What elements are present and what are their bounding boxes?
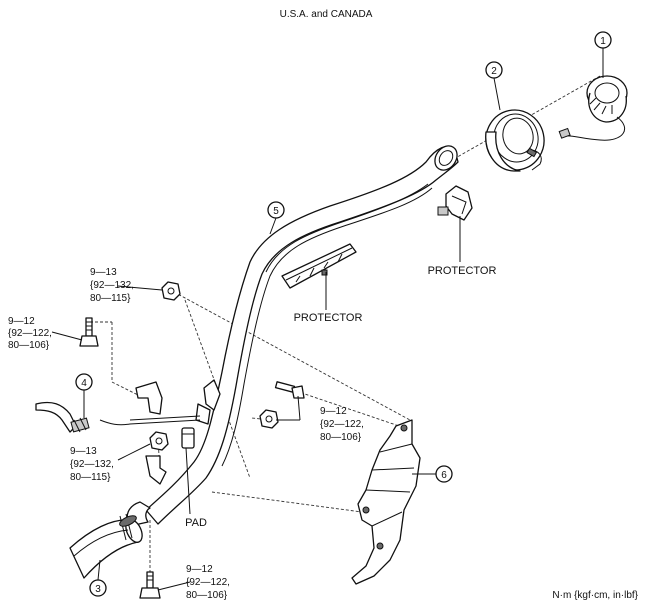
torque-spec-left-lower-line3: 80—115} <box>70 472 111 483</box>
filler-hose <box>69 513 143 579</box>
torque-spec-right: 9—12 {92—122, 80—106} <box>320 406 364 443</box>
torque-spec-upper-line3: 80—115} <box>90 293 131 304</box>
bolt-right-middle <box>274 381 305 399</box>
torque-spec-left-line2: {92—122, <box>8 328 52 339</box>
callout-3: 3 <box>89 579 107 597</box>
torque-spec-left-lower: 9—13 {92—132, 80—115} <box>70 446 114 483</box>
torque-spec-left-lower-line1: 9—13 <box>70 446 97 457</box>
fasteners <box>79 281 305 599</box>
torque-spec-right-line1: 9—12 <box>320 406 347 417</box>
torque-spec-right-line2: {92—122, <box>320 419 364 430</box>
callout-5-number: 5 <box>273 206 279 217</box>
lower-protector <box>281 243 357 289</box>
torque-spec-bottom-line2: {92—122, <box>186 577 230 588</box>
torque-spec-left-line3: 80—106} <box>8 340 50 351</box>
torque-spec-upper-line2: {92—132, <box>90 280 134 291</box>
units-note: N·m {kgf·cm, in·lbf} <box>552 590 638 601</box>
upper-protector <box>437 185 473 221</box>
pad <box>181 427 195 449</box>
callout-4: 4 <box>75 373 93 391</box>
bolt-bottom <box>139 571 161 599</box>
filler-lid-ring <box>485 109 545 172</box>
torque-spec-left-lower-line2: {92—132, <box>70 459 114 470</box>
callout-1-number: 1 <box>600 36 606 47</box>
protector-upper-label: PROTECTOR <box>428 265 497 277</box>
torque-spec-upper-line1: 9—13 <box>90 267 117 278</box>
callout-2-number: 2 <box>491 66 497 77</box>
torque-spec-left-line1: 9—12 <box>8 316 35 327</box>
callout-5: 5 <box>267 201 285 219</box>
leader-lines <box>51 48 604 591</box>
pad-label: PAD <box>185 517 207 529</box>
filler-pipe <box>99 145 459 527</box>
torque-spec-bottom: 9—12 {92—122, 80—106} <box>186 564 230 601</box>
breather-hose <box>35 401 90 433</box>
torque-spec-left: 9—12 {92—122, 80—106} <box>8 316 52 351</box>
nut-right-middle <box>259 409 279 429</box>
region-title: U.S.A. and CANADA <box>280 9 373 20</box>
callout-2: 2 <box>485 61 503 79</box>
callout-6: 6 <box>435 465 453 483</box>
bolt-left-upper <box>79 317 99 347</box>
torque-spec-upper: 9—13 {92—132, 80—115} <box>90 267 134 304</box>
torque-spec-bottom-line1: 9—12 <box>186 564 213 575</box>
torque-spec-right-line3: 80—106} <box>320 432 362 443</box>
callout-6-number: 6 <box>441 470 447 481</box>
callout-4-number: 4 <box>81 378 87 389</box>
fuel-cap <box>558 75 628 141</box>
bracket-heat-shield <box>351 419 421 585</box>
callout-1: 1 <box>594 31 612 49</box>
nut-left-lower <box>149 431 169 451</box>
protector-lower-label: PROTECTOR <box>294 312 363 324</box>
callout-3-number: 3 <box>95 584 101 595</box>
nut-upper <box>161 281 181 301</box>
torque-spec-bottom-line3: 80—106} <box>186 590 228 601</box>
